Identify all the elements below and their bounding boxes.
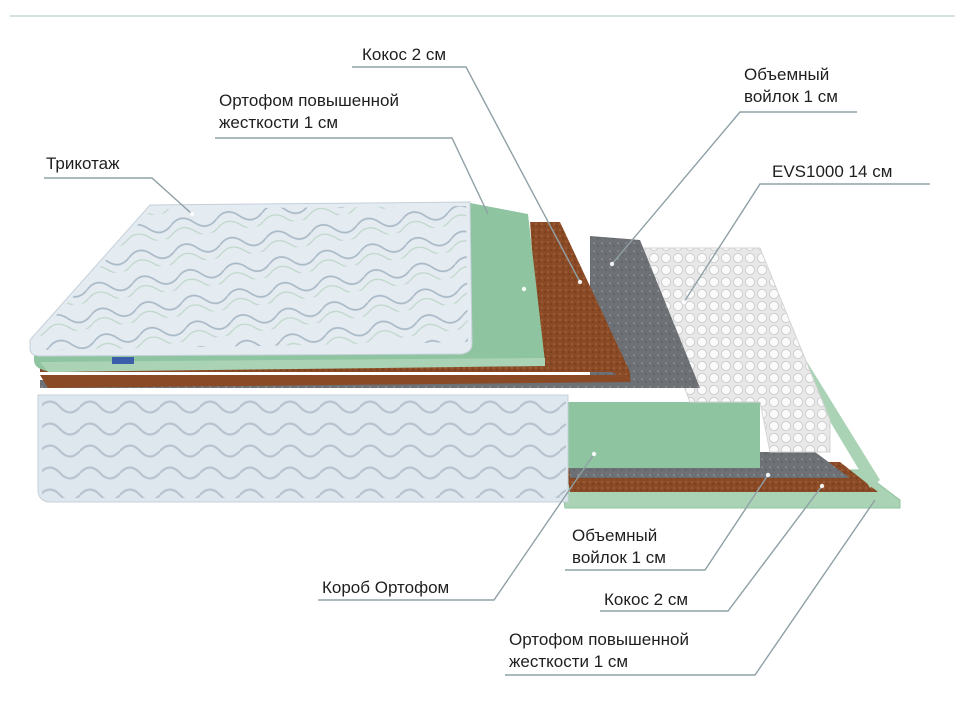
leader-knit bbox=[44, 177, 193, 215]
leader-dots bbox=[189, 211, 825, 489]
box-orthofoam-block bbox=[568, 402, 760, 468]
leader-coconut-bottom bbox=[600, 485, 823, 612]
spring-unit bbox=[631, 247, 831, 453]
label-springs: EVS1000 14 см bbox=[772, 162, 893, 181]
label-knit: Трикотаж bbox=[46, 154, 120, 173]
label-coconut-top: Кокос 2 см bbox=[362, 45, 447, 64]
leader-felt-bottom bbox=[565, 474, 769, 571]
mattress-body-pattern bbox=[42, 400, 566, 498]
label-box: Короб Ортофом bbox=[322, 578, 450, 597]
label-felt-top: Объемный войлок 1 см bbox=[744, 65, 838, 106]
label-orthofoam-bottom: Ортофом повышенной жесткости 1 см bbox=[509, 630, 689, 671]
label-coconut-bottom: Кокос 2 см bbox=[604, 590, 689, 609]
knit-tag bbox=[112, 357, 134, 364]
leader-springs bbox=[683, 183, 930, 303]
leader-lines bbox=[44, 66, 930, 676]
leader-orthofoam-top bbox=[215, 137, 489, 215]
leader-felt-top bbox=[611, 111, 857, 265]
top-felt-layer bbox=[40, 236, 700, 388]
leader-orthofoam-bottom bbox=[505, 499, 876, 676]
label-felt-bottom: Объемный войлок 1 см bbox=[572, 526, 666, 567]
leader-coconut-top bbox=[352, 66, 581, 283]
leader-box bbox=[318, 453, 595, 601]
label-orthofoam-top: Ортофом повышенной жесткости 1 см bbox=[219, 91, 399, 132]
